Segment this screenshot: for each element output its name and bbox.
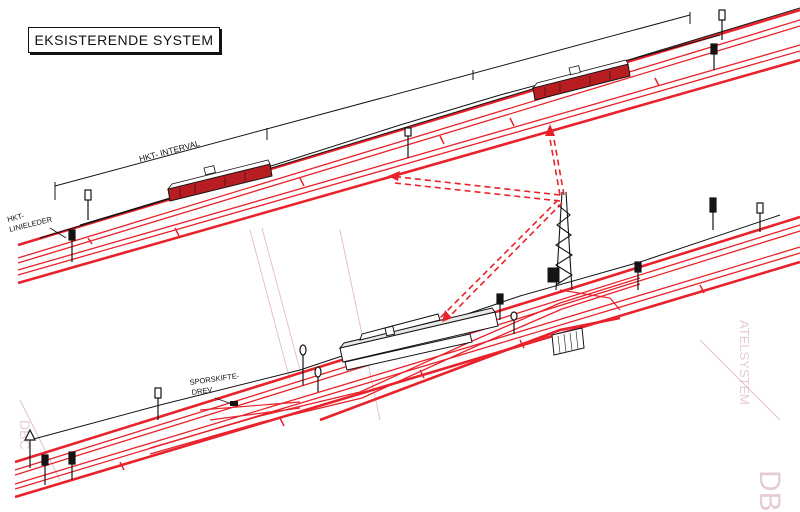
signal-icon [68,9,726,262]
interval-label: HKT- INTERVAL [138,138,201,164]
train-icon [166,159,273,202]
radio-links [389,127,565,321]
linieleder-label-1: HKT- [6,211,25,224]
upper-track: HKT- INTERVAL [6,7,800,285]
paper-bleed-marks [19,227,781,481]
bleed-text: DBC ATELSYSTEM DBC [17,320,786,512]
svg-text:ATELSYSTEM: ATELSYSTEM [737,320,752,405]
lower-track: SPORSKIFTE- DREV [14,191,800,499]
diagram-title: EKSISTERENDE SYSTEM [28,27,220,53]
station-building-icon [338,307,499,371]
train-icon [531,59,631,101]
interval-dimension [54,12,691,200]
svg-text:DBC: DBC [753,470,786,512]
switch-machine-label-1: SPORSKIFTE- [189,371,240,387]
switch-machine-label-2: DREV [191,385,213,397]
relay-cabinet-icon [547,267,585,356]
svg-text:DBC: DBC [17,420,33,450]
switch-machine-icon [214,397,238,406]
radio-link-arrowheads [388,124,555,322]
signal-icon [24,197,764,485]
